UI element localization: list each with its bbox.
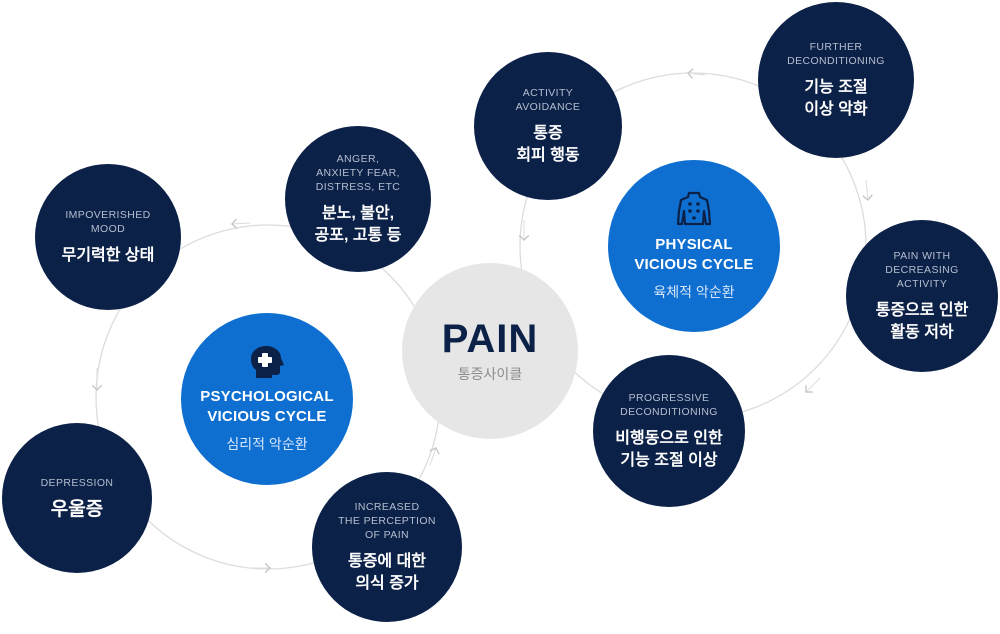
head-plus-icon bbox=[251, 345, 284, 378]
node-en-label: PROGRESSIVE DECONDITIONING bbox=[620, 391, 718, 418]
pain-title: PAIN bbox=[441, 317, 539, 361]
physical-cycle-title: PHYSICAL VICIOUS CYCLE bbox=[634, 235, 754, 273]
node-ko-label: 분노, 불안, 공포, 고통 등 bbox=[314, 204, 402, 244]
arrow-perception-to-pain bbox=[429, 447, 440, 466]
node-en-label: PAIN WITH DECREASING ACTIVITY bbox=[885, 249, 959, 290]
node-ko-label: 통증 회피 행동 bbox=[516, 124, 580, 164]
body-muscles-icon bbox=[676, 191, 712, 225]
arrow-avoidance-to-further bbox=[686, 68, 706, 79]
pain-center: PAIN 통증사이클 bbox=[402, 263, 578, 439]
node-pain-decreasing-activity: PAIN WITH DECREASING ACTIVITY 통증으로 인한 활동… bbox=[846, 220, 998, 372]
node-ko-label: 무기력한 상태 bbox=[61, 246, 155, 264]
arrow-decreasing-to-progressive bbox=[805, 377, 821, 393]
pain-subtitle: 통증사이클 bbox=[457, 366, 523, 382]
node-en-label: INCREASED THE PERCEPTION OF PAIN bbox=[338, 500, 436, 541]
node-anger: ANGER, ANXIETY FEAR, DISTRESS, ETC 분노, 불… bbox=[285, 126, 431, 272]
node-en-label: DEPRESSION bbox=[40, 476, 114, 489]
psychological-cycle-subtitle: 심리적 악순환 bbox=[226, 435, 308, 452]
arrow-anger-to-mood bbox=[230, 218, 251, 230]
node-ko-label: 기능 조절 이상 악화 bbox=[804, 78, 868, 118]
node-depression: DEPRESSION 우울증 bbox=[2, 423, 152, 573]
node-ko-label: 통증에 대한 의식 증가 bbox=[347, 552, 427, 592]
node-en-label: ACTIVITY AVOIDANCE bbox=[515, 86, 581, 113]
arrow-further-to-decreasing bbox=[862, 179, 873, 202]
node-ko-label: 비행동으로 인한 기능 조절 이상 bbox=[615, 429, 723, 469]
node-progressive-deconditioning: PROGRESSIVE DECONDITIONING 비행동으로 인한 기능 조… bbox=[593, 355, 745, 507]
node-ko-label: 통증으로 인한 활동 저하 bbox=[875, 301, 969, 341]
node-increased-perception: INCREASED THE PERCEPTION OF PAIN 통증에 대한 … bbox=[312, 472, 462, 622]
node-ko-label: 우울증 bbox=[50, 498, 104, 520]
physical-cycle-hub: PHYSICAL VICIOUS CYCLE 육체적 악순환 bbox=[608, 160, 780, 332]
node-impoverished-mood: IMPOVERISHED MOOD 무기력한 상태 bbox=[35, 164, 181, 310]
node-en-label: FURTHER DECONDITIONING bbox=[787, 40, 885, 67]
node-en-label: IMPOVERISHED MOOD bbox=[65, 208, 151, 235]
node-en-label: ANGER, ANXIETY FEAR, DISTRESS, ETC bbox=[315, 152, 401, 193]
node-further-deconditioning: FURTHER DECONDITIONING 기능 조절 이상 악화 bbox=[758, 2, 914, 158]
psychological-cycle-title: PSYCHOLOGICAL VICIOUS CYCLE bbox=[200, 387, 334, 425]
node-activity-avoidance: ACTIVITY AVOIDANCE 통증 회피 행동 bbox=[474, 52, 622, 200]
psychological-cycle-hub: PSYCHOLOGICAL VICIOUS CYCLE 심리적 악순환 bbox=[181, 313, 353, 485]
physical-cycle-subtitle: 육체적 악순환 bbox=[653, 283, 735, 300]
